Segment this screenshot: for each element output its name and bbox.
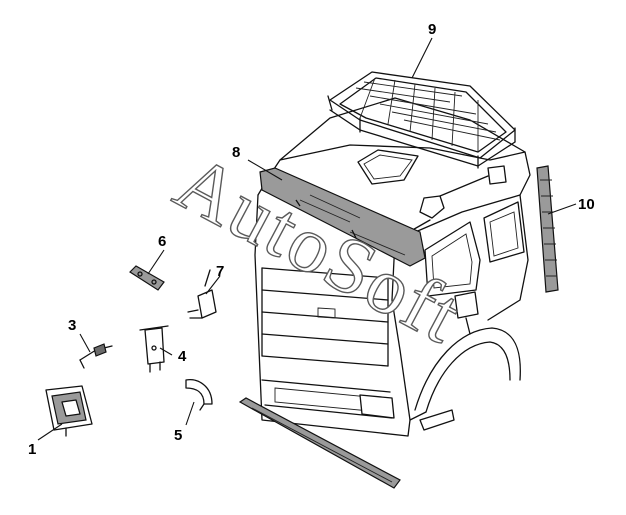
curved-bracket-part	[185, 379, 213, 411]
callout-1: 1	[28, 441, 36, 458]
leader-lines	[37, 37, 577, 441]
callout-7: 7	[216, 263, 224, 280]
watermark-text: AutoSoft	[162, 138, 476, 361]
wire-bracket-part	[79, 343, 113, 369]
callout-3: 3	[68, 317, 76, 334]
sun-visor-part	[259, 167, 426, 267]
bracket-part	[139, 325, 169, 373]
lower-spoiler-part	[238, 397, 401, 489]
roof-rack-part	[327, 71, 516, 219]
callout-10: 10	[578, 196, 595, 213]
hinge-plate-part	[129, 265, 165, 291]
callout-9: 9	[428, 21, 436, 38]
side-deflector-part	[536, 165, 559, 293]
mount-part	[187, 269, 217, 319]
callout-8: 8	[232, 144, 240, 161]
lamp-part	[45, 385, 93, 437]
callout-5: 5	[174, 427, 182, 444]
callout-labels: 1 3 4 5 6 7 8 9 10	[28, 21, 595, 458]
callout-6: 6	[158, 233, 166, 250]
callout-4: 4	[178, 348, 187, 365]
truck-cab	[254, 97, 531, 437]
